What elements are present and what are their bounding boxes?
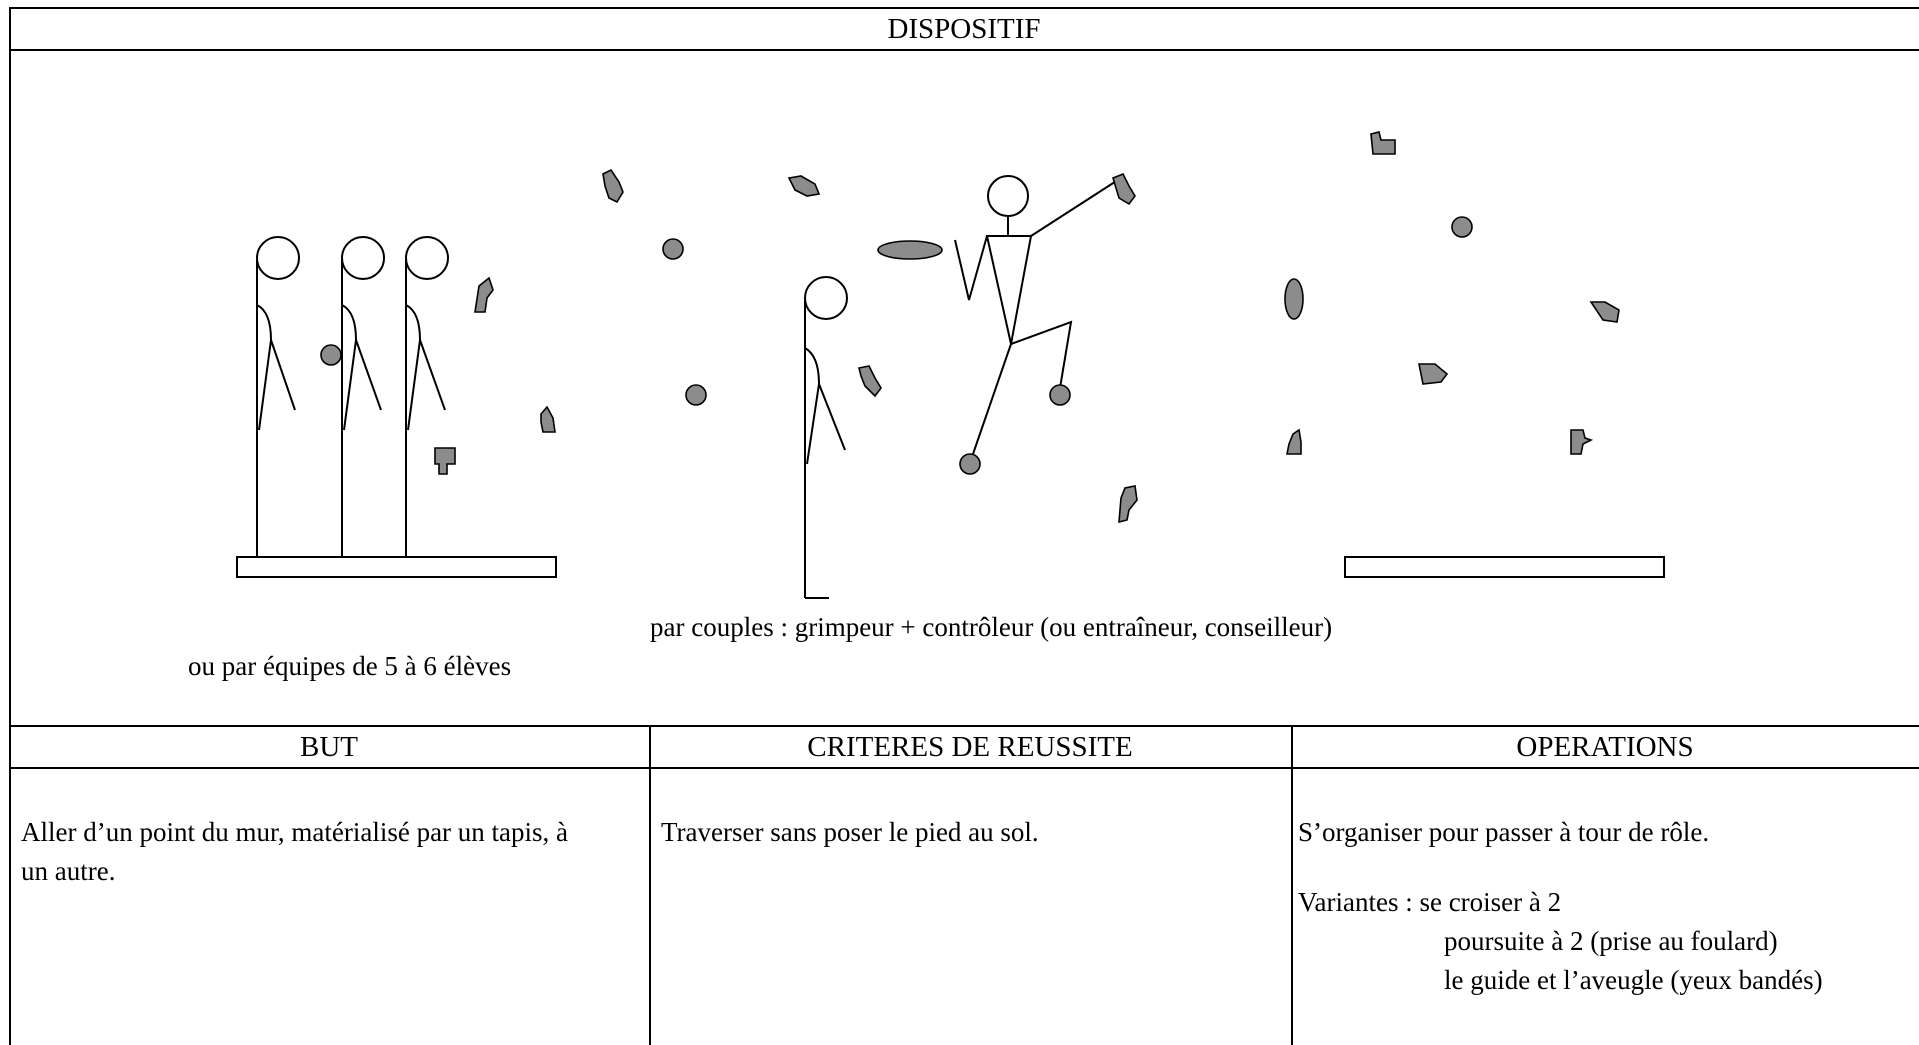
dispositif-table <box>9 7 1919 1045</box>
caption-teams: ou par équipes de 5 à 6 élèves <box>188 651 512 681</box>
column-divider-1 <box>649 725 651 1045</box>
irregular-hold <box>1286 428 1302 455</box>
oval-hold <box>1284 278 1304 320</box>
start-mat <box>236 556 557 578</box>
variant-item: poursuite à 2 (prise au foulard) <box>1444 926 1778 956</box>
round-hold <box>662 238 684 260</box>
but-text: Aller d’un point du mur, matérialisé par… <box>21 813 568 891</box>
oval-hold <box>877 240 943 260</box>
but-line-1: Aller d’un point du mur, matérialisé par… <box>21 817 569 847</box>
irregular-hold <box>858 365 882 398</box>
criteres-line-1: Traverser sans poser le pied au sol. <box>661 817 1039 847</box>
irregular-hold <box>602 168 624 204</box>
waiting-climber-2 <box>341 236 385 558</box>
but-line-2: un autre. <box>21 856 116 886</box>
title-row-border <box>9 49 1919 51</box>
caption-couples: par couples : grimpeur + contrôleur (ou … <box>650 612 1333 642</box>
scene-bottom-border <box>9 725 1919 727</box>
header-operations: OPERATIONS <box>1516 731 1694 763</box>
climber-figure <box>954 175 1122 455</box>
irregular-hold <box>1418 363 1449 385</box>
table-left-border <box>9 7 11 1045</box>
header-criteres: CRITERES DE REUSSITE <box>807 731 1133 763</box>
variants-label: Variantes : se croiser à 2 <box>1298 887 1562 917</box>
table-top-border <box>9 7 1919 9</box>
column-divider-2 <box>1291 725 1293 1045</box>
round-hold <box>1451 216 1473 238</box>
header-but: BUT <box>300 731 358 763</box>
irregular-hold <box>1570 429 1594 455</box>
irregular-hold <box>1118 485 1138 524</box>
variant-item: le guide et l’aveugle (yeux bandés) <box>1444 965 1823 995</box>
climbing-wall-diagram <box>236 131 1665 599</box>
header-row-border <box>9 767 1919 769</box>
waiting-climber-1 <box>256 236 300 558</box>
irregular-hold <box>474 276 494 313</box>
irregular-hold <box>1370 131 1396 155</box>
section-title: DISPOSITIF <box>887 13 1041 45</box>
irregular-hold <box>787 175 821 197</box>
round-hold <box>685 384 707 406</box>
round-hold <box>1049 384 1071 406</box>
end-mat <box>1344 556 1665 578</box>
round-hold <box>959 453 981 475</box>
operations-line-1: S’organiser pour passer à tour de rôle. <box>1298 817 1710 847</box>
operations-text: S’organiser pour passer à tour de rôle. … <box>1298 813 1823 1000</box>
waiting-climber-3 <box>405 236 449 558</box>
irregular-hold <box>1112 172 1136 206</box>
criteres-text: Traverser sans poser le pied au sol. <box>661 813 1039 852</box>
irregular-hold <box>1589 301 1620 323</box>
irregular-hold <box>434 447 456 475</box>
round-hold <box>320 344 342 366</box>
controller-figure <box>804 276 848 599</box>
irregular-hold <box>540 405 556 433</box>
